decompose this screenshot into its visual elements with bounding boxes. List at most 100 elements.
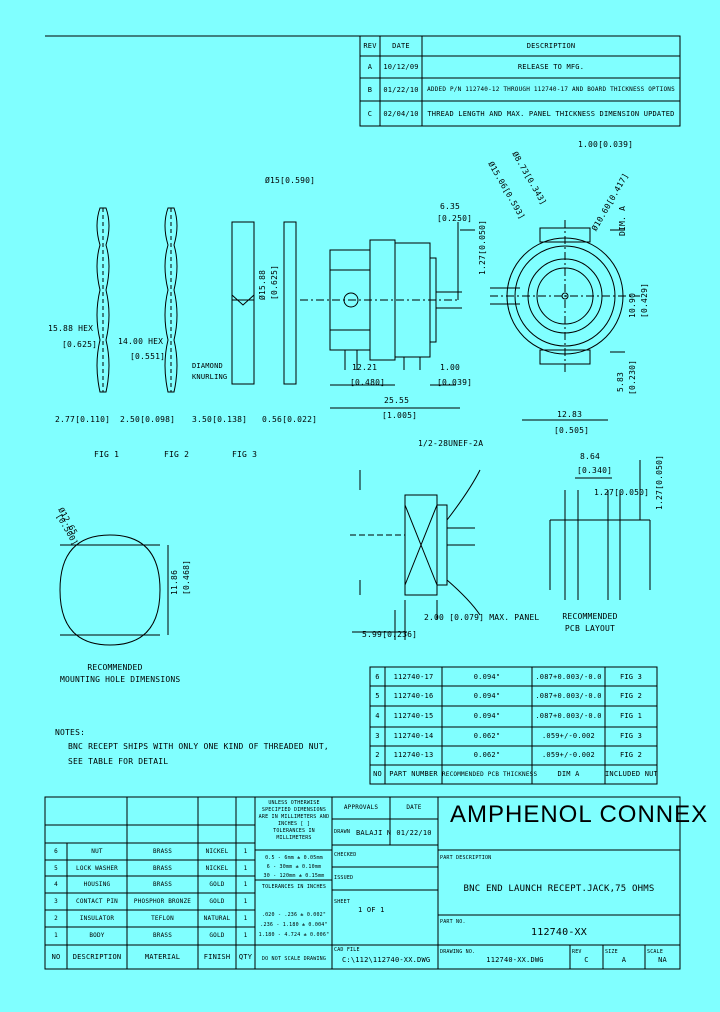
rev-row-b: B (367, 86, 373, 94)
dim-8-64: 8.64 (580, 452, 601, 461)
mounting-hole (59, 534, 169, 646)
dim-1-27: 1.27[0.050] (478, 219, 487, 275)
pt-r5-dima: .059+/-0.002 (542, 751, 595, 759)
issued-label: ISSUED (334, 875, 354, 881)
pt-r5-part: 112740-13 (393, 751, 434, 759)
dim-11-86: 11.86 (170, 569, 179, 595)
dim-12-21-in: [0.480] (350, 378, 386, 387)
pt-r4-part: 112740-14 (393, 732, 434, 740)
bom-r6-mat: BRASS (152, 848, 173, 855)
rev-row-a: A (367, 63, 373, 71)
dim-hex15-in: [0.625] (62, 340, 98, 349)
bom-r4-mat: BRASS (152, 881, 173, 888)
size-label: SIZE (605, 949, 618, 955)
pt-r1-part: 112740-17 (393, 673, 434, 681)
pt-r3-pcb: 0.094" (473, 712, 501, 720)
fig1-nut (96, 207, 110, 393)
pt-r3-dima: .087+0.003/-0.0 (535, 712, 602, 720)
dim-15: Ø15[0.590] (265, 176, 316, 185)
bom-r6-qty: 1 (243, 848, 248, 855)
cad-label: CAD FILE (334, 947, 360, 953)
bom-r5-desc: LOCK WASHER (76, 865, 118, 872)
bom-r1-no: 1 (54, 932, 58, 939)
panel-mount-view (350, 469, 481, 640)
dim-5-83-in: [0.230] (628, 359, 637, 395)
bom-header-desc: DESCRIPTION (72, 953, 122, 961)
part-desc: BNC END LAUNCH RECEPT.JACK,75 OHMS (463, 884, 655, 894)
bom-r2-mat: TEFLON (151, 915, 174, 922)
dim-2-77: 2.77[0.110] (55, 415, 111, 424)
pt-r3-nut: FIG 1 (619, 712, 643, 720)
pt-r2-nut: FIG 2 (619, 692, 643, 700)
dim-0-56: 0.56[0.022] (262, 415, 318, 424)
bom-r2-no: 2 (54, 915, 58, 922)
bom-header-mat: MATERIAL (144, 953, 181, 961)
dim-15-88-v-in: [0.625] (270, 264, 279, 300)
pt-r1-no: 6 (375, 673, 380, 681)
bom-r3-mat: PHOSPHOR BRONZE (133, 898, 192, 905)
rev-row-c: C (367, 110, 373, 118)
bom-r3-qty: 1 (243, 898, 248, 905)
dim-12-21: 12.21 (352, 363, 378, 372)
dim-3-50: 3.50[0.138] (192, 415, 248, 424)
pt-r4-pcb: 0.062" (473, 732, 501, 740)
bom-r3-no: 3 (54, 898, 58, 905)
rev-row-b-desc: ADDED P/N 112740-12 THROUGH 112740-17 AN… (427, 86, 675, 93)
sheet-value: 1 OF 1 (358, 906, 385, 914)
dim-12-83-in: [0.505] (554, 426, 590, 435)
tol-in-title: TOLERANCES IN INCHES (261, 884, 327, 890)
tol-mm-title: TOLERANCES IN MILLIMETERS (273, 828, 315, 841)
label-knurling: KNURLING (192, 373, 228, 381)
bom-r5-mat: BRASS (152, 865, 173, 872)
bom-r5-no: 5 (54, 865, 58, 872)
thread-label: 1/2-28UNEF-2A (418, 439, 484, 448)
dim-10-90: 10.90 (628, 292, 637, 318)
scale-label: SCALE (647, 949, 664, 955)
bom-r2-fin: NATURAL (203, 915, 231, 922)
bom-r6-no: 6 (54, 848, 58, 855)
pt-r5-pcb: 0.062" (473, 751, 501, 759)
drawn-name: BALAJI N (356, 829, 392, 837)
dim-6-35-in: [0.250] (437, 214, 473, 223)
pt-r4-nut: FIG 3 (619, 732, 643, 740)
bom-r4-no: 4 (54, 881, 58, 888)
bom-r3-desc: CONTACT PIN (76, 898, 118, 905)
part-no-label: PART NO. (440, 919, 466, 925)
fig1-label: FIG 1 (94, 450, 120, 459)
dim-15-88-v: Ø15.88 (258, 269, 267, 300)
dim-2-50: 2.50[0.098] (120, 415, 176, 424)
mounting-label-2: MOUNTING HOLE DIMENSIONS (60, 675, 181, 684)
tol-mm-1: 0.5 - 6mm ± 0.05mm (265, 855, 323, 861)
bom-r1-fin: GOLD (209, 932, 225, 939)
dim-1-27-c: 1.27[0.050] (655, 454, 664, 510)
pt-r4-dima: .059+/-0.002 (542, 732, 595, 740)
pt-header-dima: DIM A (557, 770, 580, 778)
pt-r2-dima: .087+0.003/-0.0 (535, 692, 602, 700)
rev-value: C (584, 956, 589, 964)
rev-desc-header: DESCRIPTION (526, 42, 576, 50)
rev-header: REV (363, 42, 377, 50)
bom-r6-desc: NUT (91, 848, 103, 855)
fig2-label: FIG 2 (164, 450, 190, 459)
pt-r2-part: 112740-16 (393, 692, 434, 700)
pt-header-no: NO (373, 770, 382, 778)
bom-r1-desc: BODY (89, 932, 105, 939)
rev-date-header: DATE (392, 42, 410, 50)
pt-r1-nut: FIG 3 (619, 673, 643, 681)
pcb-label-1: RECOMMENDED (562, 612, 618, 621)
dim-12-83: 12.83 (557, 410, 583, 419)
dim-hex14: 14.00 HEX (118, 337, 164, 346)
dim-2-00: 2.00 [0.079] MAX. PANEL (424, 613, 540, 622)
rev-row-c-date: 02/04/10 (383, 110, 419, 118)
label-diamond: DIAMOND (192, 362, 223, 370)
dim-8-64-in: [0.340] (577, 466, 613, 475)
dim-25-55: 25.55 (384, 396, 410, 405)
dim-25-55-in: [1.005] (382, 411, 418, 420)
fig3-knurled-nut (231, 221, 255, 385)
pt-r1-dima: .087+0.003/-0.0 (535, 673, 602, 681)
dwg-no-label: DRAWING NO. (440, 949, 476, 955)
connector-front-view (490, 220, 640, 421)
bom-header-no: NO (51, 953, 61, 961)
cad-value: C:\112\112740-XX.DWG (342, 956, 431, 964)
